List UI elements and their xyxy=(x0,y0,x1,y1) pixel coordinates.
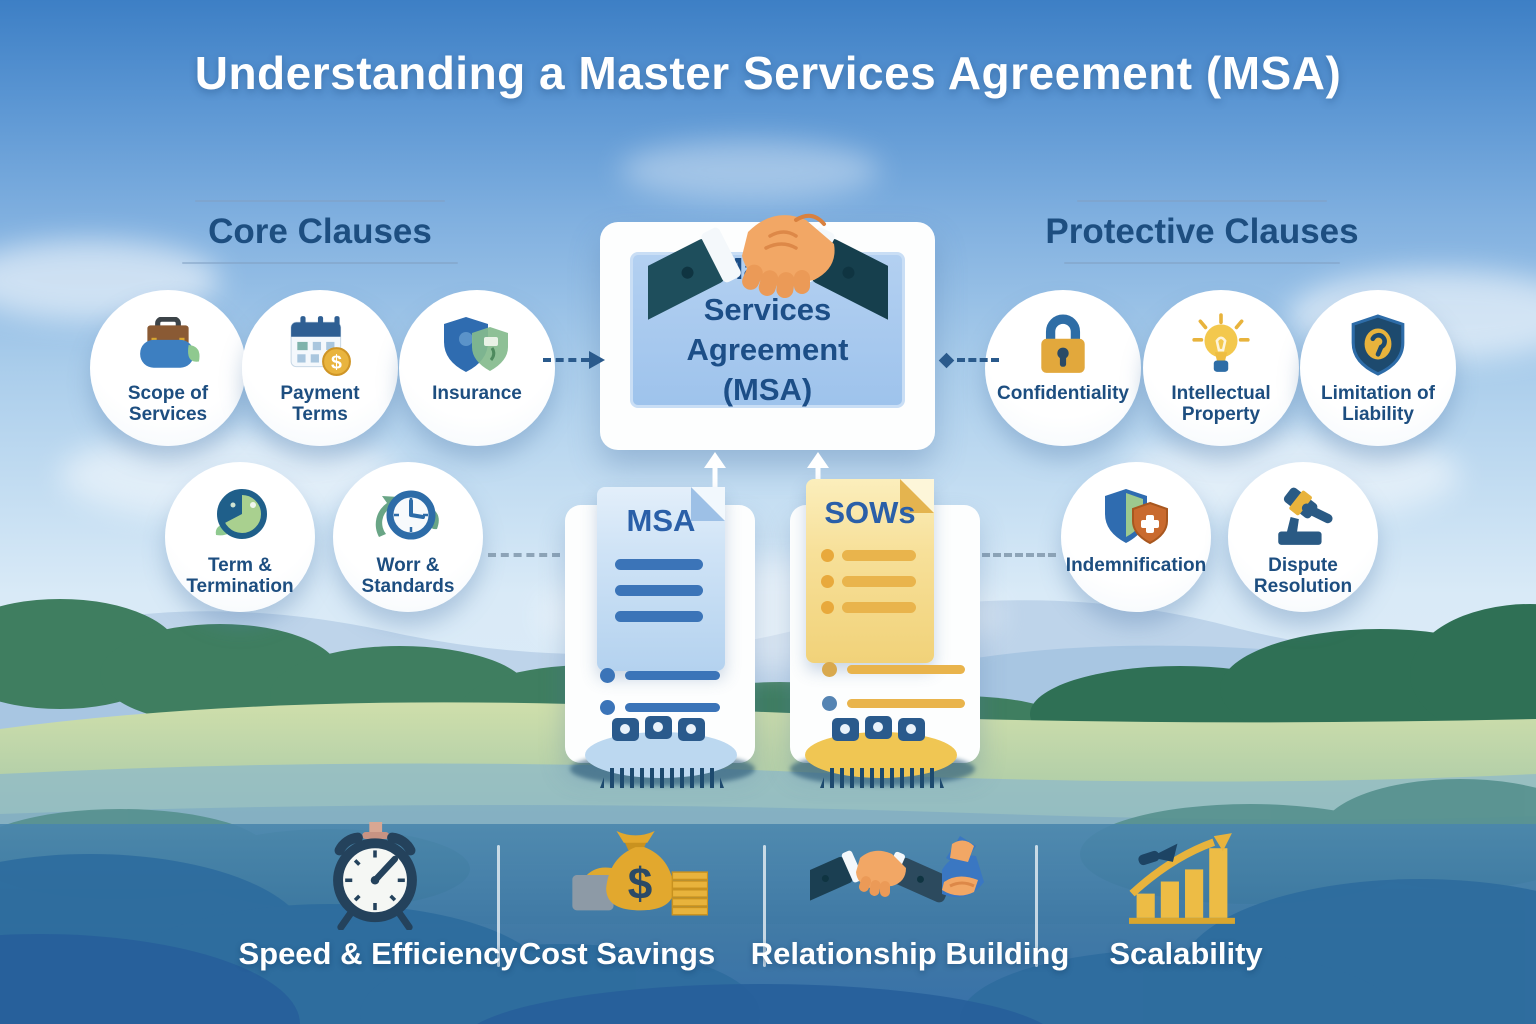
growth-chart-icon xyxy=(1129,833,1235,924)
core-clauses-heading: Core Clauses xyxy=(208,212,432,251)
stand-key xyxy=(678,718,705,741)
doc-bullet xyxy=(821,575,834,588)
money-bag-icon: $ xyxy=(572,830,708,916)
page-title: Understanding a Master Services Agreemen… xyxy=(194,47,1342,99)
stand-key xyxy=(612,718,639,741)
clock-refresh-icon xyxy=(371,484,445,550)
clause-bubble-confidentiality: Confidentiality xyxy=(985,290,1141,446)
bullet-line xyxy=(625,671,720,680)
doc-bullet xyxy=(821,601,834,614)
sows-document-title: SOWs xyxy=(824,495,916,530)
divider-line xyxy=(1077,200,1327,202)
bullet-dot xyxy=(822,696,837,711)
stand-fringe xyxy=(600,768,724,788)
clause-label: Limitation of Liability xyxy=(1321,383,1435,425)
msa-agreement-text: Master Services Agreement (MSA) xyxy=(686,251,849,408)
pie-chart-icon xyxy=(208,484,272,550)
bullet-line xyxy=(625,703,720,712)
clause-label: Scope of Services xyxy=(127,383,209,425)
doc-line xyxy=(615,585,703,596)
doc-line xyxy=(615,559,703,570)
sows-document-icon: SOWs xyxy=(806,479,934,663)
clause-bubble-intellectual-property: Intellectual Property xyxy=(1143,290,1299,446)
double-shield-icon xyxy=(442,312,512,378)
handshake-icon xyxy=(648,213,888,323)
stand-key xyxy=(898,718,925,741)
double-handshake-icon xyxy=(810,836,984,903)
svg-text:$: $ xyxy=(628,860,653,909)
benefit-label-cost-savings: Cost Savings xyxy=(518,936,716,971)
clause-bubble-insurance: Insurance xyxy=(399,290,555,446)
benefit-label-speed-efficiency: Speed & Efficiency xyxy=(238,936,518,971)
core-clauses-header: Core Clauses xyxy=(160,200,480,264)
clause-bubble-limitation-of-liability: Limitation of Liability xyxy=(1300,290,1456,446)
svg-text:$: $ xyxy=(331,352,342,374)
page-fold xyxy=(900,479,934,513)
clause-bubble-dispute-resolution: Dispute Resolution xyxy=(1228,462,1378,612)
lightbulb-icon xyxy=(1190,312,1252,378)
doc-bullet xyxy=(821,549,834,562)
protective-clauses-header: Protective Clauses xyxy=(1042,200,1362,264)
benefit-label-scalability: Scalability xyxy=(1109,936,1263,971)
doc-line xyxy=(842,550,916,561)
clause-label: Indemnification xyxy=(1065,555,1207,576)
padlock-icon xyxy=(1034,312,1092,378)
left-arrowhead xyxy=(589,351,605,369)
divider-line xyxy=(182,262,458,264)
right-diamond xyxy=(938,352,955,369)
bullet-dot xyxy=(600,700,615,715)
stand-key xyxy=(832,718,859,741)
cloud xyxy=(620,140,880,200)
left-doc-connector xyxy=(488,553,560,557)
doc-line xyxy=(842,576,916,587)
benefit-divider xyxy=(1035,845,1038,967)
clause-bubble-work-standards: Worr & Standards xyxy=(333,462,483,612)
msa-document-title: MSA xyxy=(626,503,696,538)
clause-label: Payment Terms xyxy=(280,383,360,425)
protective-clauses-heading: Protective Clauses xyxy=(1045,212,1359,251)
bullet-line xyxy=(847,665,965,674)
bullet-dot xyxy=(600,668,615,683)
briefcase-icon xyxy=(135,312,201,378)
doc-line xyxy=(842,602,916,613)
shield-cross-icon xyxy=(1103,484,1169,550)
calendar-dollar-icon: $ xyxy=(287,312,353,378)
page-fold xyxy=(691,487,725,521)
clause-bubble-indemnification: Indemnification xyxy=(1061,462,1211,612)
stand-fringe xyxy=(820,768,944,788)
stand-key xyxy=(645,716,672,739)
clause-label: Confidentiality xyxy=(997,383,1129,404)
clause-label: Term & Termination xyxy=(186,555,294,597)
clause-label: Insurance xyxy=(432,383,522,404)
msa-document-icon: MSA xyxy=(597,487,725,671)
gavel-icon xyxy=(1270,484,1336,550)
benefit-label-relationship-building: Relationship Building xyxy=(750,936,1070,971)
right-doc-connector xyxy=(982,553,1056,557)
benefit-divider xyxy=(497,845,500,967)
bullet-line xyxy=(847,699,965,708)
doc-line xyxy=(615,611,703,622)
clause-label: Intellectual Property xyxy=(1171,383,1271,425)
stand-key xyxy=(865,716,892,739)
clause-bubble-scope-of-services: Scope of Services xyxy=(90,290,246,446)
divider-line xyxy=(195,200,445,202)
clause-label: Dispute Resolution xyxy=(1253,555,1353,597)
divider-line xyxy=(1064,262,1340,264)
shield-badge-icon xyxy=(1349,312,1407,378)
left-dashed-connector xyxy=(543,358,589,362)
clause-bubble-payment-terms: $ Payment Terms xyxy=(242,290,398,446)
clause-bubble-term-termination: Term & Termination xyxy=(165,462,315,612)
bullet-dot xyxy=(822,662,837,677)
alarm-clock-icon xyxy=(333,822,417,930)
clause-label: Worr & Standards xyxy=(361,555,455,597)
benefit-divider xyxy=(763,845,766,967)
right-dashed-connector xyxy=(957,358,999,362)
